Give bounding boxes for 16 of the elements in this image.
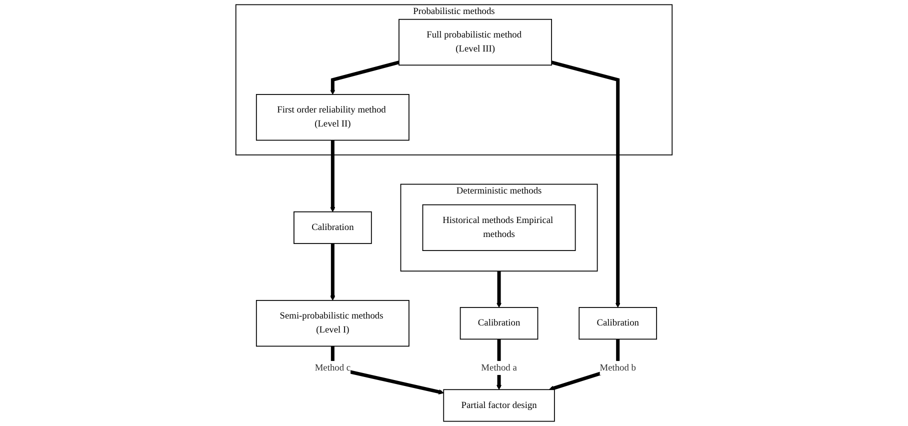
arrow (551, 60, 620, 308)
edge-label: Method b (600, 362, 636, 373)
node-box: First order reliability method (Level II) (256, 94, 410, 141)
arrow (330, 244, 336, 301)
node-box: Calibration (578, 307, 658, 340)
node-box: Historical methods Empirical methods (422, 204, 576, 251)
arrow (330, 140, 336, 212)
node-box: Full probabilistic method (Level III) (398, 18, 552, 66)
edge-label: Method a (481, 362, 517, 373)
node-box: Semi-probabilistic methods (Level I) (256, 300, 410, 347)
edge-label: Method c (314, 362, 351, 373)
node-box: Calibration (460, 307, 538, 340)
arrow (496, 271, 502, 308)
node-box: Calibration (294, 211, 372, 244)
arrow (330, 60, 400, 95)
node-box: Partial factor design (443, 389, 555, 422)
